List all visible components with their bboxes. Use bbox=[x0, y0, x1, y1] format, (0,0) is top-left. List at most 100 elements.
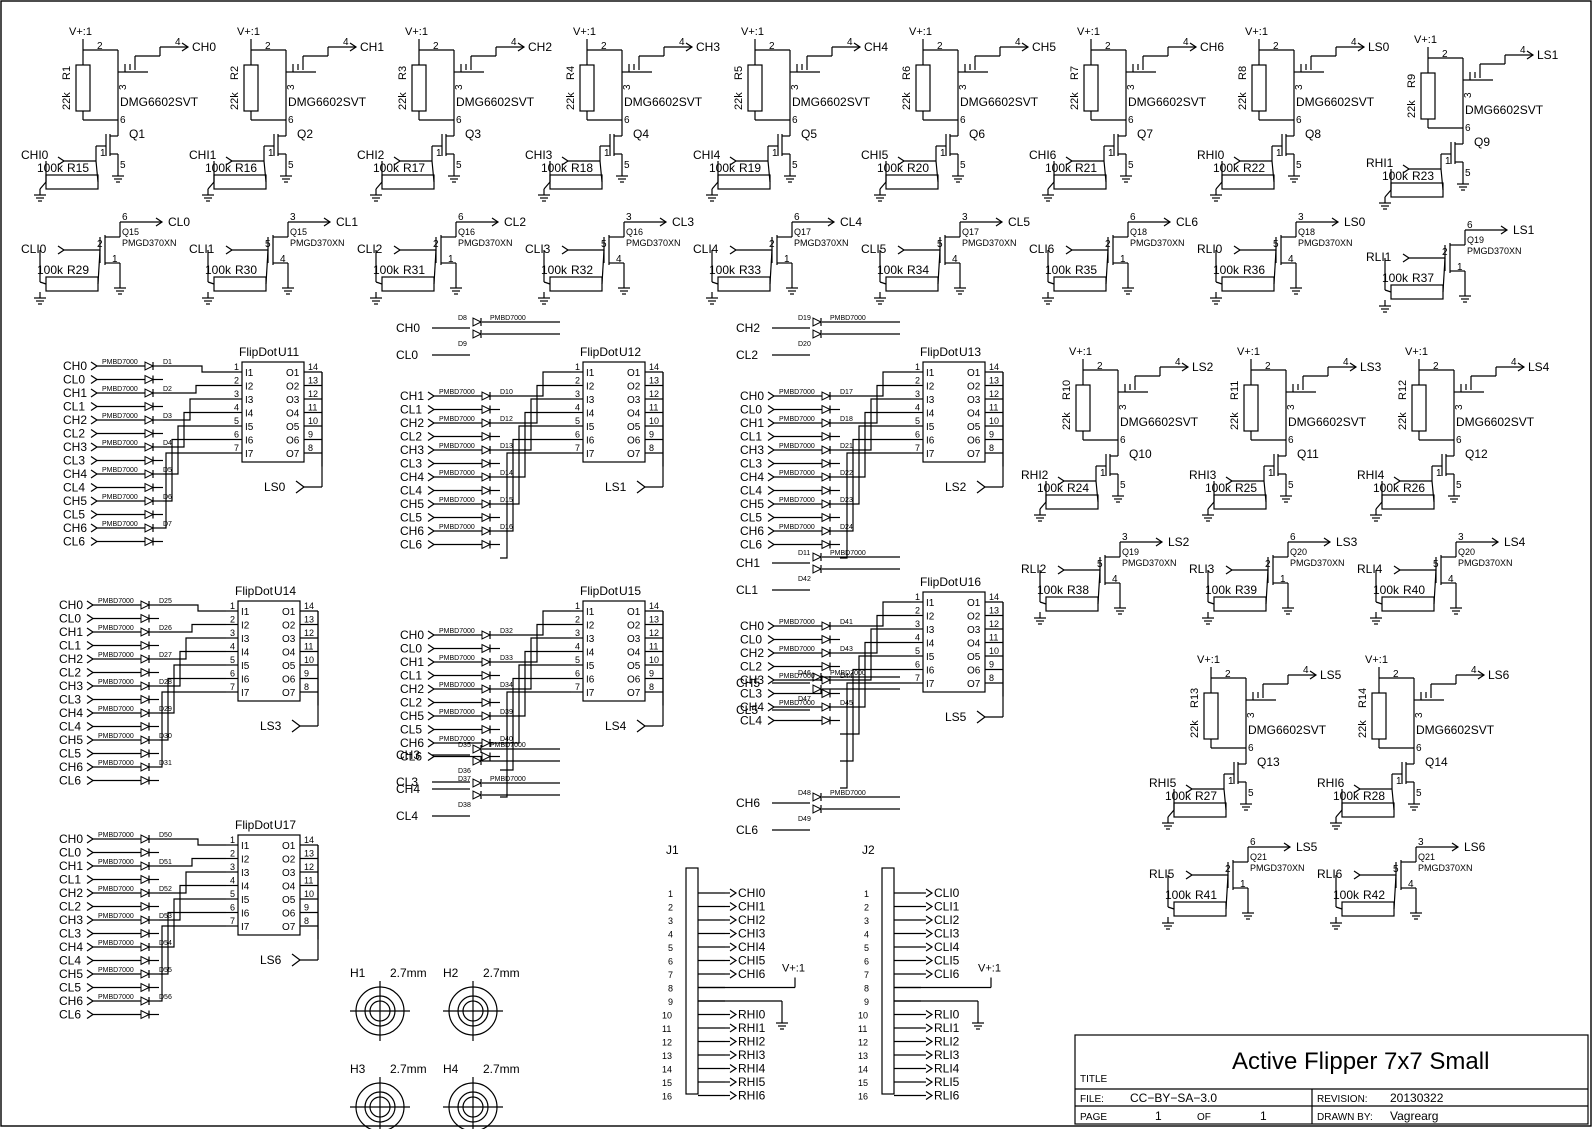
power-label: V+:1 bbox=[741, 26, 764, 38]
row-net-label: CL1 bbox=[59, 639, 81, 653]
power-label: V+:1 bbox=[782, 963, 805, 975]
wire bbox=[1391, 788, 1395, 811]
ls-arrow bbox=[295, 480, 305, 494]
ground-symbol bbox=[1330, 817, 1342, 830]
resistor-value: 100k bbox=[373, 263, 400, 277]
pin-number: 6 bbox=[1250, 837, 1256, 848]
chip-pin-label: O6 bbox=[627, 436, 641, 447]
wire bbox=[543, 281, 551, 285]
diode-anode bbox=[821, 702, 832, 712]
net-arrow bbox=[925, 1050, 934, 1060]
net-label: CLI4 bbox=[934, 940, 960, 954]
pin-number: 12 bbox=[304, 628, 314, 638]
row-net-label: CH0 bbox=[59, 832, 83, 846]
diode-anode bbox=[821, 499, 832, 509]
chip-pin-label: O3 bbox=[282, 868, 296, 879]
diode-ref: D20 bbox=[798, 341, 811, 348]
net-arrow bbox=[729, 1037, 738, 1046]
row-net-label: CL3 bbox=[59, 927, 81, 941]
resistor-value: 100k bbox=[1373, 583, 1400, 597]
pin-number: 5 bbox=[575, 655, 580, 665]
diode-anode bbox=[821, 634, 832, 645]
chip-pin-label: O5 bbox=[967, 422, 981, 433]
arrow-head bbox=[491, 217, 500, 227]
chip-ref: U14 bbox=[274, 584, 296, 598]
chip-pin-label: O4 bbox=[967, 409, 981, 420]
resistor-ref: R22 bbox=[1243, 161, 1265, 175]
pin-number: 5 bbox=[1416, 788, 1422, 799]
diode-anode bbox=[144, 509, 155, 520]
pin-number: 6 bbox=[230, 669, 235, 679]
transistor-ref: Q17 bbox=[794, 227, 811, 237]
arrow-head bbox=[1163, 217, 1172, 227]
pin-number: 6 bbox=[915, 430, 920, 440]
connector-pin-number: 9 bbox=[864, 997, 869, 1007]
row-net-label: CH2 bbox=[59, 652, 83, 666]
pin-number: 10 bbox=[304, 889, 314, 899]
chip-input-wire bbox=[840, 682, 911, 789]
diode-anode bbox=[812, 329, 823, 339]
net-label: CL0 bbox=[396, 348, 418, 362]
pin-number: 9 bbox=[989, 430, 994, 440]
resistor-ref: R1 bbox=[61, 66, 73, 80]
net-label: RLI5 bbox=[1149, 867, 1175, 881]
connector-pin-number: 9 bbox=[668, 997, 673, 1007]
ground-symbol bbox=[1210, 292, 1222, 305]
net-label: RLI3 bbox=[934, 1048, 960, 1062]
diode-part: PMBD7000 bbox=[830, 790, 866, 797]
chip-pin-label: O2 bbox=[967, 382, 981, 393]
diode-anode bbox=[481, 391, 492, 401]
resistor-ref: R12 bbox=[1397, 380, 1409, 400]
net-label: RLI2 bbox=[934, 1035, 960, 1049]
diode-part: PMBD7000 bbox=[439, 443, 475, 450]
connector-pin-number: 5 bbox=[668, 943, 673, 953]
transistor-ref: Q20 bbox=[1290, 547, 1307, 557]
row-net-label: CL3 bbox=[400, 457, 422, 471]
pin-number: 13 bbox=[649, 615, 659, 625]
net-label: LS6 bbox=[1464, 840, 1486, 854]
transistor-ref: Q13 bbox=[1257, 755, 1280, 769]
row-net-label: CL3 bbox=[59, 693, 81, 707]
diode-anode bbox=[821, 621, 832, 631]
diode-part: PMBD7000 bbox=[98, 733, 134, 740]
diode-anode bbox=[821, 458, 832, 469]
resistor-value: 100k bbox=[709, 161, 736, 175]
net-label: CLI0 bbox=[21, 242, 47, 256]
pin-number: 1 bbox=[1445, 156, 1451, 167]
transistor-ref: Q11 bbox=[1297, 447, 1319, 461]
pin-number: 1 bbox=[575, 362, 580, 372]
pin-number: 4 bbox=[280, 254, 286, 265]
chip-pin-label: O1 bbox=[282, 607, 296, 618]
diode-part: PMBD7000 bbox=[102, 521, 138, 528]
diode-part: PMBD7000 bbox=[98, 760, 134, 767]
row-net-label: CH4 bbox=[740, 700, 764, 714]
pin-number: 2 bbox=[575, 376, 580, 386]
net-label: RHI0 bbox=[1197, 148, 1225, 162]
pin-number: 5 bbox=[575, 416, 580, 426]
chip-pin-label: O4 bbox=[967, 639, 981, 650]
connector-ref: J1 bbox=[666, 843, 679, 857]
row-net-label: CH2 bbox=[740, 646, 764, 660]
connector-group: J112345678910111213141516CHI0CHI1CHI2CHI… bbox=[662, 843, 1001, 1103]
resistor-value: 22k bbox=[1237, 92, 1249, 110]
net-label: RLI6 bbox=[934, 1089, 960, 1103]
net-label: RLI6 bbox=[1317, 867, 1343, 881]
net-arrow bbox=[925, 888, 934, 898]
connector-pin-number: 10 bbox=[662, 1011, 672, 1021]
ground-symbol bbox=[952, 170, 964, 183]
chip-pin-label: O3 bbox=[627, 395, 641, 406]
pin-number: 2 bbox=[234, 376, 239, 386]
resistor-ref: R42 bbox=[1363, 888, 1385, 902]
ground-symbol bbox=[1288, 170, 1300, 183]
resistor-value: 22k bbox=[1397, 412, 1409, 430]
diode-anode bbox=[140, 847, 151, 858]
pin-number: 1 bbox=[268, 148, 274, 159]
chip-pin-label: O4 bbox=[627, 409, 641, 420]
arrow-head bbox=[1309, 670, 1318, 680]
chip-pin-label: O6 bbox=[967, 436, 981, 447]
diode-anode bbox=[140, 901, 151, 912]
part-value: DMG6602SVT bbox=[960, 95, 1039, 109]
pin-number: 14 bbox=[649, 601, 659, 611]
resistor-ref: R9 bbox=[1406, 74, 1418, 88]
